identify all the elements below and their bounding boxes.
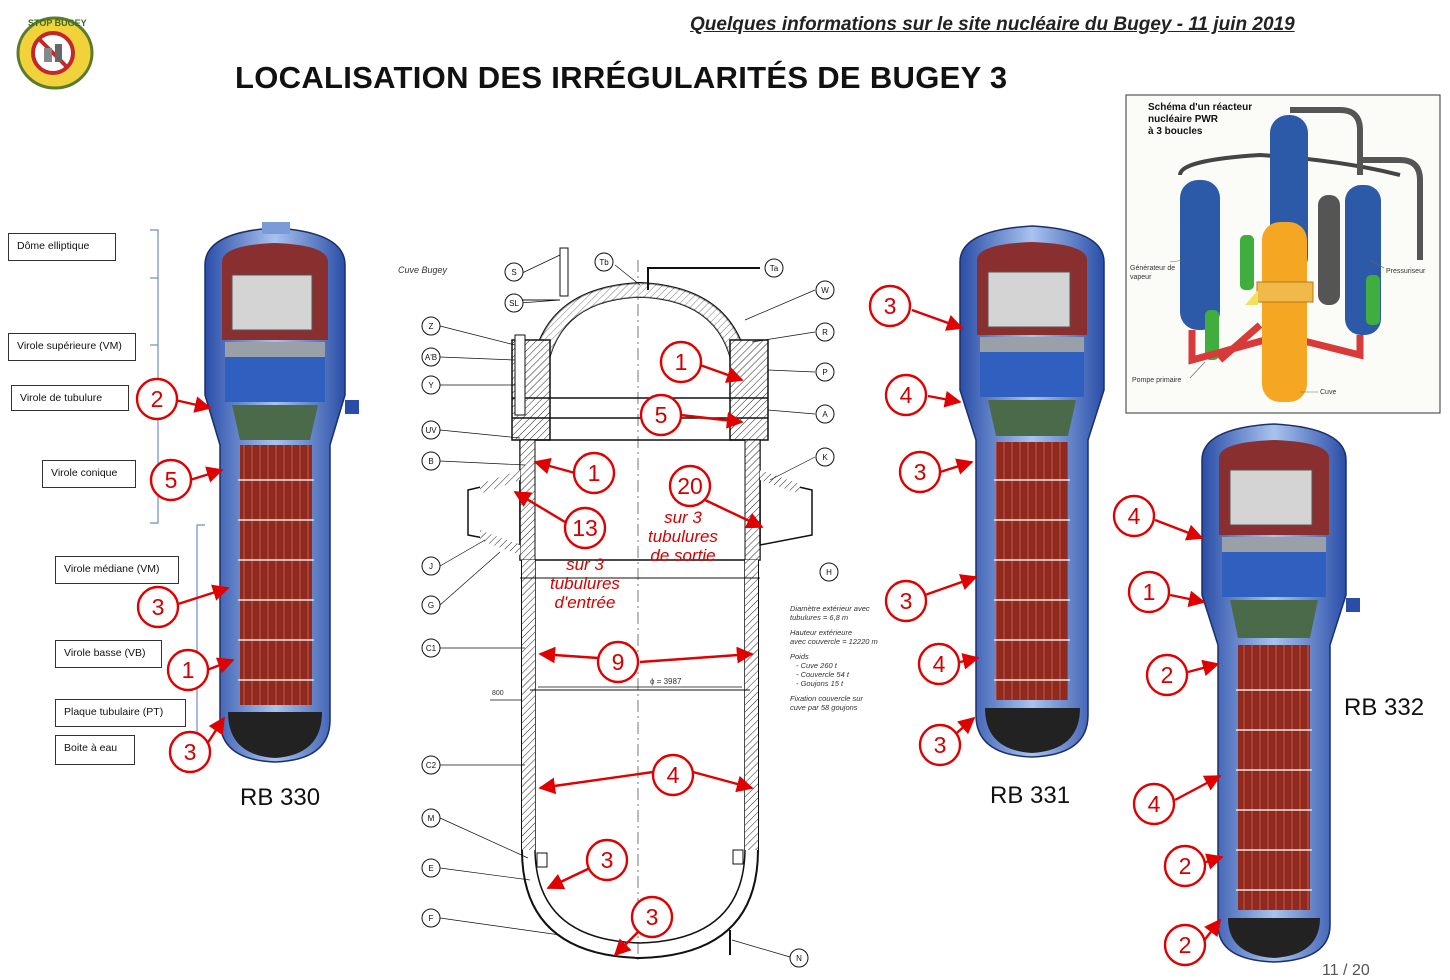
inset-label-steam-generator: Générateur de vapeur xyxy=(1130,265,1176,281)
vessel-letter-h: H xyxy=(826,568,832,577)
marker-rb330-1: 2 xyxy=(151,386,164,412)
vessel-letter-p: P xyxy=(822,368,827,377)
label-rb332: RB 332 xyxy=(1344,694,1425,721)
reactor-vessel-drawing xyxy=(467,247,813,960)
marker-rb330-5: 3 xyxy=(184,739,197,765)
vessel-drawing-title: Cuve Bugey xyxy=(398,265,448,275)
marker-rb332-2: 1 xyxy=(1143,579,1156,605)
marker-vessel-9: 3 xyxy=(646,904,659,930)
legend-lower-shell: Virole basse (VB) xyxy=(55,640,162,668)
red-marker-circles xyxy=(135,284,1207,967)
vessel-letter-c2: C2 xyxy=(426,761,437,770)
legend-water-box: Boite à eau xyxy=(55,735,135,765)
legend-upper-shell: Virole supérieure (VM) xyxy=(8,333,136,361)
marker-vessel-1: 1 xyxy=(675,349,688,375)
marker-rb331-5: 4 xyxy=(933,651,946,677)
vessel-letter-z: Z xyxy=(429,322,434,331)
inset-label-primary-pump: Pompe primaire xyxy=(1132,377,1182,384)
marker-rb332-6: 2 xyxy=(1179,932,1192,958)
marker-vessel-6: 9 xyxy=(612,649,625,675)
vessel-letter-y: Y xyxy=(428,381,434,390)
vessel-letter-b: B xyxy=(428,457,433,466)
marker-vessel-7: 4 xyxy=(667,762,680,788)
vessel-letter-tb: Tb xyxy=(599,258,609,267)
marker-rb332-3: 2 xyxy=(1161,662,1174,688)
page-number: 11 / 20 xyxy=(1322,962,1370,979)
marker-rb332-5: 2 xyxy=(1179,853,1192,879)
vessel-entry-note: sur 3 tubulures d'entrée xyxy=(550,555,620,612)
vessel-letter-ab: A'B xyxy=(425,353,437,362)
legend-nozzle-shell: Virole de tubulure xyxy=(11,385,129,411)
vessel-exit-note: sur 3 tubulures de sortie xyxy=(648,508,718,565)
vessel-letter-sl: SL xyxy=(509,299,519,308)
marker-rb331-3: 3 xyxy=(914,459,927,485)
vessel-dimension: ϕ = 3987 xyxy=(650,677,682,686)
marker-rb331-4: 3 xyxy=(900,588,913,614)
pwr-inset xyxy=(1125,94,1441,414)
vessel-letter-a: A xyxy=(822,410,828,419)
vessel-letter-r: R xyxy=(822,328,828,337)
marker-rb331-2: 4 xyxy=(900,382,913,408)
header-note: Quelques informations sur le site nucléa… xyxy=(690,14,1295,35)
legend-tube-plate: Plaque tubulaire (PT) xyxy=(55,699,186,727)
vessel-letter-circles xyxy=(421,252,839,968)
label-rb330: RB 330 xyxy=(240,784,321,811)
vessel-letter-e: E xyxy=(428,864,433,873)
vessel-letter-j: J xyxy=(429,562,433,571)
marker-rb330-4: 1 xyxy=(182,657,195,683)
steam-generator-rb331 xyxy=(959,225,1105,758)
vessel-letter-n: N xyxy=(796,954,802,963)
legend-conical-shell: Virole conique xyxy=(42,460,136,488)
legend-dome: Dôme elliptique xyxy=(8,233,116,261)
marker-vessel-2: 5 xyxy=(655,402,668,428)
stop-bugey-logo: STOP BUGEY xyxy=(8,8,103,93)
inset-label-vessel: Cuve xyxy=(1320,389,1337,396)
vessel-letter-f: F xyxy=(429,914,434,923)
marker-rb332-1: 4 xyxy=(1128,503,1141,529)
legend-middle-shell: Virole médiane (VM) xyxy=(55,556,179,584)
vessel-letter-w: W xyxy=(821,286,829,295)
vessel-letter-ta: Ta xyxy=(770,264,779,273)
vessel-letter-s: S xyxy=(511,268,516,277)
marker-vessel-3: 1 xyxy=(588,460,601,486)
vessel-leader-lines xyxy=(439,254,816,958)
steam-generator-rb332 xyxy=(1201,423,1360,963)
label-rb331: RB 331 xyxy=(990,782,1071,809)
inset-title: Schéma d'un réacteur nucléaire PWR à 3 b… xyxy=(1148,102,1253,137)
marker-vessel-5: 20 xyxy=(677,473,703,499)
vessel-letter-uv: UV xyxy=(425,426,437,435)
marker-rb332-4: 4 xyxy=(1148,791,1161,817)
marker-rb331-6: 3 xyxy=(934,732,947,758)
inset-label-pressurizer: Pressuriseur xyxy=(1386,268,1426,275)
vessel-letter-g: G xyxy=(428,601,434,610)
logo-text: STOP BUGEY xyxy=(28,18,87,28)
marker-rb330-2: 5 xyxy=(165,467,178,493)
vessel-letter-c1: C1 xyxy=(426,644,437,653)
vessel-dim-800: 800 xyxy=(492,690,504,697)
page-title: LOCALISATION DES IRRÉGULARITÉS DE BUGEY … xyxy=(235,60,1008,95)
vessel-letter-k: K xyxy=(822,453,828,462)
vessel-letter-m: M xyxy=(428,814,435,823)
steam-generator-rb330 xyxy=(204,222,359,763)
vessel-notes: Diamètre extérieur avec tubulures = 6,8 … xyxy=(790,604,878,712)
marker-vessel-4: 13 xyxy=(572,515,598,541)
marker-rb331-1: 3 xyxy=(884,293,897,319)
marker-vessel-8: 3 xyxy=(601,847,614,873)
marker-rb330-3: 3 xyxy=(152,594,165,620)
